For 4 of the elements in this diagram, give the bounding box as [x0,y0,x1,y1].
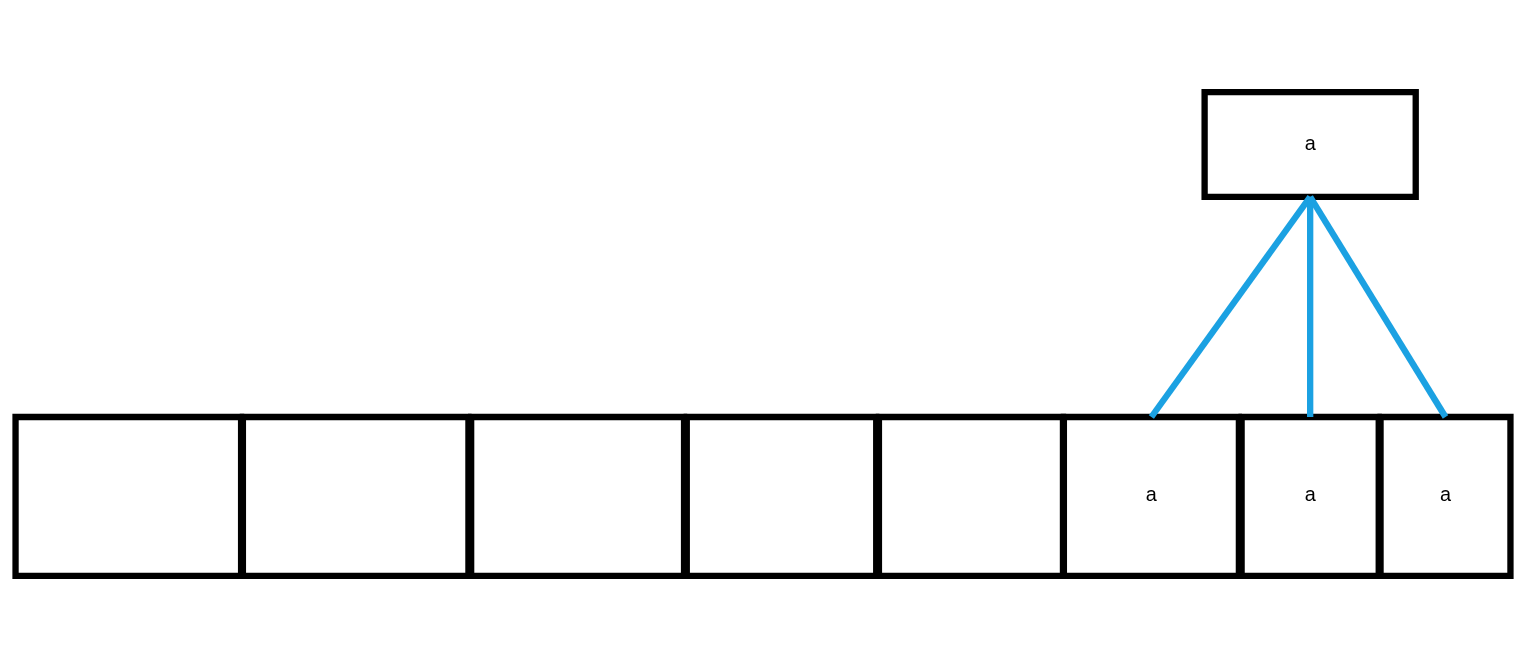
connector [1307,195,1449,419]
node-box: a [1201,89,1419,201]
node-box: a [1377,413,1514,579]
connector [1148,195,1313,419]
